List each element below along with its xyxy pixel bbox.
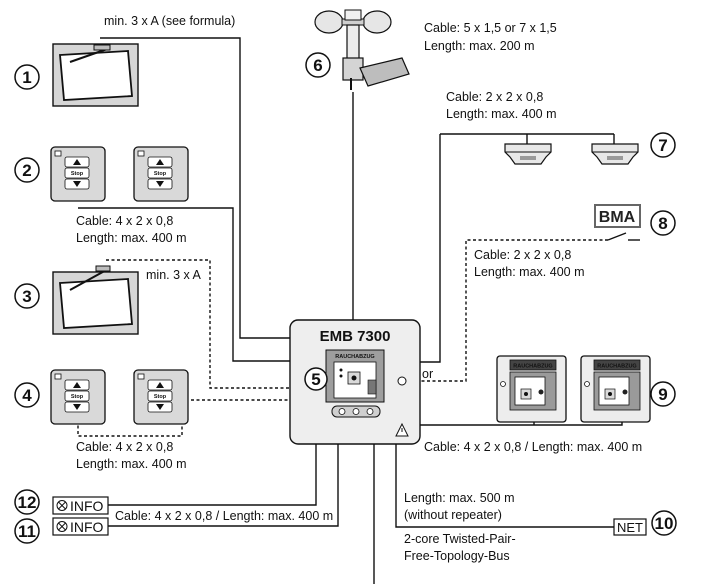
stop-label: Stop xyxy=(154,394,167,400)
label-cable-buttons-top: Cable: 4 x 2 x 0,8 xyxy=(76,214,173,228)
label-cable-buttons-bottom: Cable: 4 x 2 x 0,8 xyxy=(76,440,173,454)
svg-text:9: 9 xyxy=(658,385,667,404)
svg-text:7: 7 xyxy=(658,136,667,155)
info-label: INFO xyxy=(70,498,104,514)
label-length-bus: Length: max. 500 m xyxy=(404,491,514,505)
control-panel-icon: RAUCHABZUG xyxy=(580,355,651,423)
push-button-icon: Stop xyxy=(50,369,106,425)
label-cable-bma: Cable: 2 x 2 x 0,8 xyxy=(474,248,571,262)
svg-text:8: 8 xyxy=(658,214,667,233)
panel-label: RAUCHABZUG xyxy=(513,364,552,370)
push-button-icon: Stop xyxy=(133,146,189,202)
badge-8: 8 xyxy=(650,210,676,236)
svg-text:10: 10 xyxy=(655,514,674,533)
close-circle-icon xyxy=(56,500,68,511)
label-bus-line2: Free-Topology-Bus xyxy=(404,549,510,563)
label-window-bottom: min. 3 x A xyxy=(146,268,202,282)
svg-text:3: 3 xyxy=(22,287,31,306)
label-cable-panels: Cable: 4 x 2 x 0,8 / Length: max. 400 m xyxy=(424,440,642,454)
label-or: or xyxy=(422,367,433,381)
stop-label: Stop xyxy=(71,171,84,177)
push-button-icon: Stop xyxy=(133,369,189,425)
smoke-detector-icon xyxy=(504,143,552,165)
badge-9: 9 xyxy=(650,381,676,407)
bma-box: BMA xyxy=(594,204,641,228)
window-sash xyxy=(59,50,133,101)
stop-label: Stop xyxy=(71,394,84,400)
control-panels-9: RAUCHABZUG RAUCHABZUG xyxy=(496,355,651,423)
net-label: NET xyxy=(617,520,643,535)
badge-5: 5 xyxy=(304,367,328,391)
dashed-cable-lines xyxy=(77,239,608,437)
push-buttons-2: Stop Stop xyxy=(50,146,189,202)
control-panel-icon: RAUCHABZUG xyxy=(496,355,567,423)
key-switch-icon xyxy=(397,376,407,386)
window-1 xyxy=(52,43,139,107)
svg-text:6: 6 xyxy=(313,56,322,75)
push-button-icon: Stop xyxy=(50,146,106,202)
switch-icon xyxy=(607,232,640,241)
close-circle-icon xyxy=(56,521,68,532)
info-box-11: INFO xyxy=(52,517,109,536)
bma-label: BMA xyxy=(599,209,636,226)
stop-label: Stop xyxy=(154,171,167,177)
cable-buttons-2 xyxy=(78,207,290,362)
cable-smoke-detectors xyxy=(420,133,615,363)
label-length-buttons-bottom: Length: max. 400 m xyxy=(76,457,186,471)
label-cable-wind: Cable: 5 x 1,5 or 7 x 1,5 xyxy=(424,21,557,35)
controller-panel-label: RAUCHABZUG xyxy=(335,354,374,360)
panel-label: RAUCHABZUG xyxy=(597,364,636,370)
push-buttons-4: Stop Stop xyxy=(50,369,189,425)
svg-text:12: 12 xyxy=(18,493,37,512)
cable-window-1 xyxy=(100,37,290,339)
label-length-wind: Length: max. 200 m xyxy=(424,39,534,53)
label-repeater: (without repeater) xyxy=(404,508,502,522)
label-cable-smoke: Cable: 2 x 2 x 0,8 xyxy=(446,90,543,104)
cable-info-12 xyxy=(108,444,317,506)
badge-4: 4 xyxy=(14,382,40,408)
cable-bus-net xyxy=(395,444,614,528)
smoke-detectors-7 xyxy=(504,143,639,165)
smoke-detector-icon xyxy=(591,143,639,165)
svg-text:1: 1 xyxy=(22,68,31,87)
label-window-top: min. 3 x A (see formula) xyxy=(104,14,235,28)
cable-info-11 xyxy=(108,444,339,527)
label-bus-line1: 2-core Twisted-Pair- xyxy=(404,532,516,546)
number-badges: 1 2 3 4 5 6 7 8 9 10 11 12 xyxy=(14,52,677,544)
info-box-12: INFO xyxy=(52,496,109,515)
badge-2: 2 xyxy=(14,157,40,183)
badge-7: 7 xyxy=(650,132,676,158)
warning-triangle-icon xyxy=(395,422,409,437)
label-length-smoke: Length: max. 400 m xyxy=(446,107,556,121)
badge-10: 10 xyxy=(651,510,677,536)
text-labels: min. 3 x A (see formula) Cable: 5 x 1,5 … xyxy=(76,14,642,563)
net-box: NET xyxy=(613,518,647,536)
svg-text:2: 2 xyxy=(22,161,31,180)
label-length-buttons-top: Length: max. 400 m xyxy=(76,231,186,245)
emb7300-controller: EMB 7300 RAUCHABZUG xyxy=(289,319,421,445)
info-label: INFO xyxy=(70,519,104,535)
window-sash xyxy=(59,278,133,329)
badge-12: 12 xyxy=(14,489,40,515)
cable-window-3 xyxy=(106,259,290,389)
controller-title: EMB 7300 xyxy=(320,328,391,345)
svg-text:5: 5 xyxy=(311,370,320,389)
label-length-bma: Length: max. 400 m xyxy=(474,265,584,279)
badge-3: 3 xyxy=(14,283,40,309)
badge-11: 11 xyxy=(14,518,40,544)
label-cable-info: Cable: 4 x 2 x 0,8 / Length: max. 400 m xyxy=(115,509,333,523)
svg-text:11: 11 xyxy=(18,522,36,541)
badge-6: 6 xyxy=(305,52,331,78)
badge-1: 1 xyxy=(14,64,40,90)
svg-text:4: 4 xyxy=(22,386,32,405)
window-3 xyxy=(52,265,139,335)
anemometer-icon xyxy=(314,9,410,90)
